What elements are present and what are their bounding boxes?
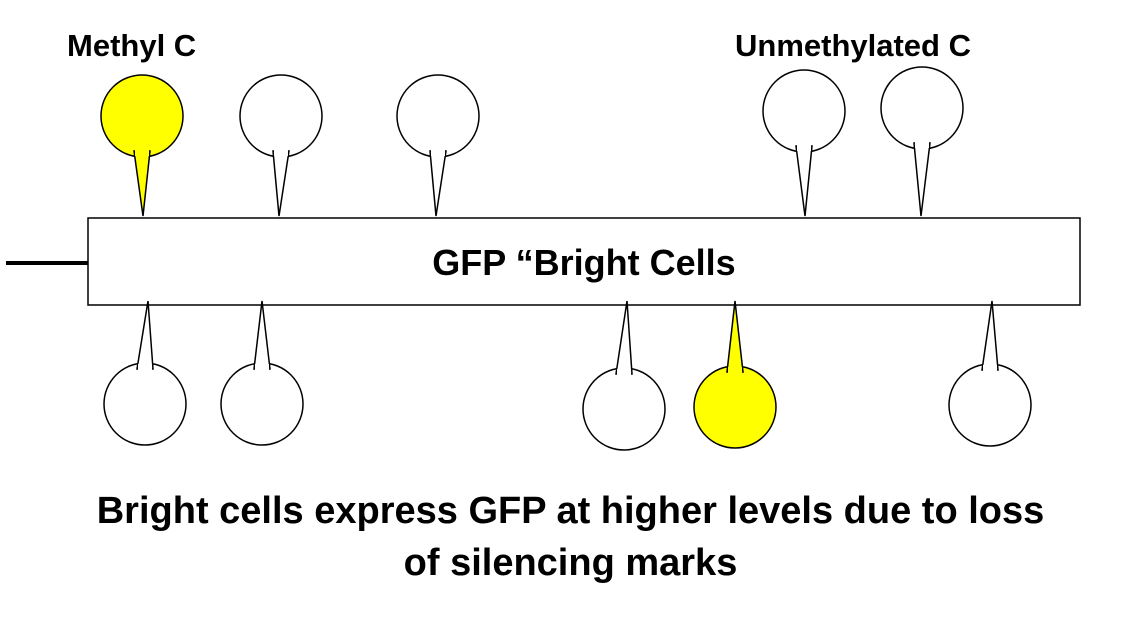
pin-seam [617,369,631,377]
unmethylated-cytosine-circle [948,363,1032,447]
pin-stem [133,150,151,217]
caption-line-2: of silencing marks [403,542,738,584]
gfp-gene-label: GFP “Bright Cells [432,242,736,283]
unmethylated-cytosine-circle [880,66,964,150]
bottom-cpg-site-2-unmethylated [220,300,304,446]
methylated-cytosine-circle [693,365,777,449]
pin-seam [431,148,445,156]
bottom-cpg-site-1-unmethylated [103,300,187,446]
unmethylated-cytosine-circle [220,362,304,446]
pin-seam [255,364,269,372]
pin-stem [913,142,931,217]
top-cpg-site-2-unmethylated [239,74,323,217]
bottom-cpg-site-3-unmethylated [582,300,666,451]
pin-seam [135,148,149,156]
pin-stem [726,300,744,373]
pin-stem [795,145,813,217]
unmethylated-cytosine-circle [239,74,323,158]
methyl-c-label: Methyl C [67,28,197,63]
unmethylated-cytosine-circle [582,367,666,451]
caption-line-1: Bright cells express GFP at higher level… [96,490,1045,532]
unmethylated-c-label: Unmethylated C [735,28,971,63]
bottom-cpg-site-5-unmethylated [948,300,1032,447]
gfp-gene-box [87,217,1081,306]
pin-seam [138,364,152,372]
bottom-cpg-site-4-methylated [693,300,777,449]
unmethylated-cytosine-circle [762,69,846,153]
top-cpg-site-5-unmethylated [880,66,964,217]
pin-seam [797,143,811,151]
pin-seam [728,367,742,375]
pin-stem [615,300,633,375]
caption: Bright cells express GFP at higher level… [20,485,1121,589]
pin-stem [253,300,271,370]
methylated-cytosine-circle [100,74,184,158]
pin-seam [915,140,929,148]
unmethylated-cytosine-circle [103,362,187,446]
pin-stem [429,150,447,217]
pin-seam [274,148,288,156]
top-cpg-site-4-unmethylated [762,69,846,217]
pin-stem [981,300,999,371]
top-cpg-site-3-unmethylated [396,74,480,217]
bottom-strand-cpg-sites [103,300,1032,451]
pin-stem [272,150,290,217]
pin-seam [983,365,997,373]
unmethylated-cytosine-circle [396,74,480,158]
top-cpg-site-1-methylated [100,74,184,217]
pin-stem [136,300,154,370]
top-strand-cpg-sites [100,66,964,217]
